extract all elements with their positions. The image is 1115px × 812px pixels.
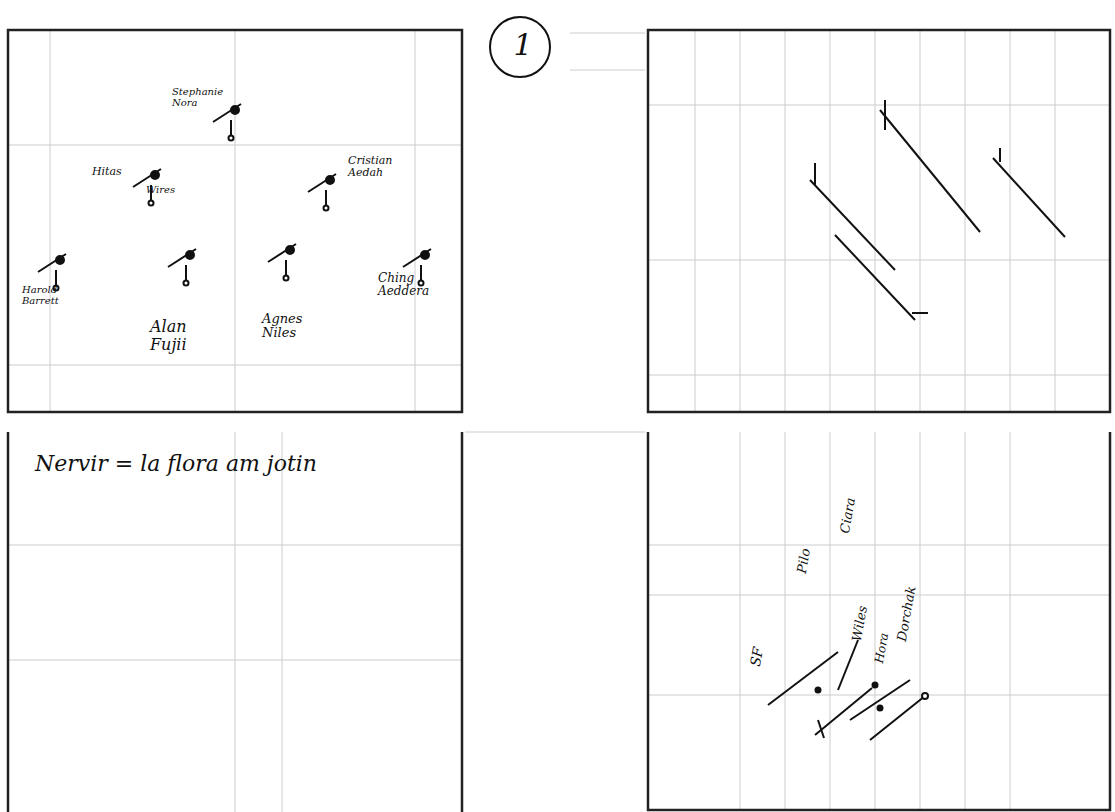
actor-name: Agnes Niles [262, 312, 322, 341]
panel-number: 1 [508, 28, 538, 61]
actor-name: Alan Fujii [150, 318, 210, 353]
actor-name: SF [748, 646, 767, 668]
panel-number-circle [490, 17, 550, 77]
grid-lines [8, 30, 1110, 812]
stand-lines [810, 100, 1065, 320]
actor-name: Harold Barrett [22, 284, 82, 306]
actor-name: Stephanie Nora [172, 86, 222, 108]
actor-name: Wiles [850, 605, 870, 643]
actor-name: Hora [873, 632, 891, 664]
panel-frames [8, 30, 1110, 812]
actor-name: Cristian Aedah [348, 155, 408, 179]
actor-name: Ching Aeddera [378, 272, 448, 298]
actor-name: Ciara [838, 497, 858, 535]
position-lines [768, 640, 928, 740]
actor-name: Hitas [92, 166, 142, 178]
note-text: Nervir = la flora am jotin [35, 452, 325, 476]
actor-name: Dorchak [895, 585, 919, 642]
actor-marks [38, 104, 431, 291]
actor-name: Pilo [795, 547, 813, 574]
actor-name: Wires [146, 184, 196, 195]
